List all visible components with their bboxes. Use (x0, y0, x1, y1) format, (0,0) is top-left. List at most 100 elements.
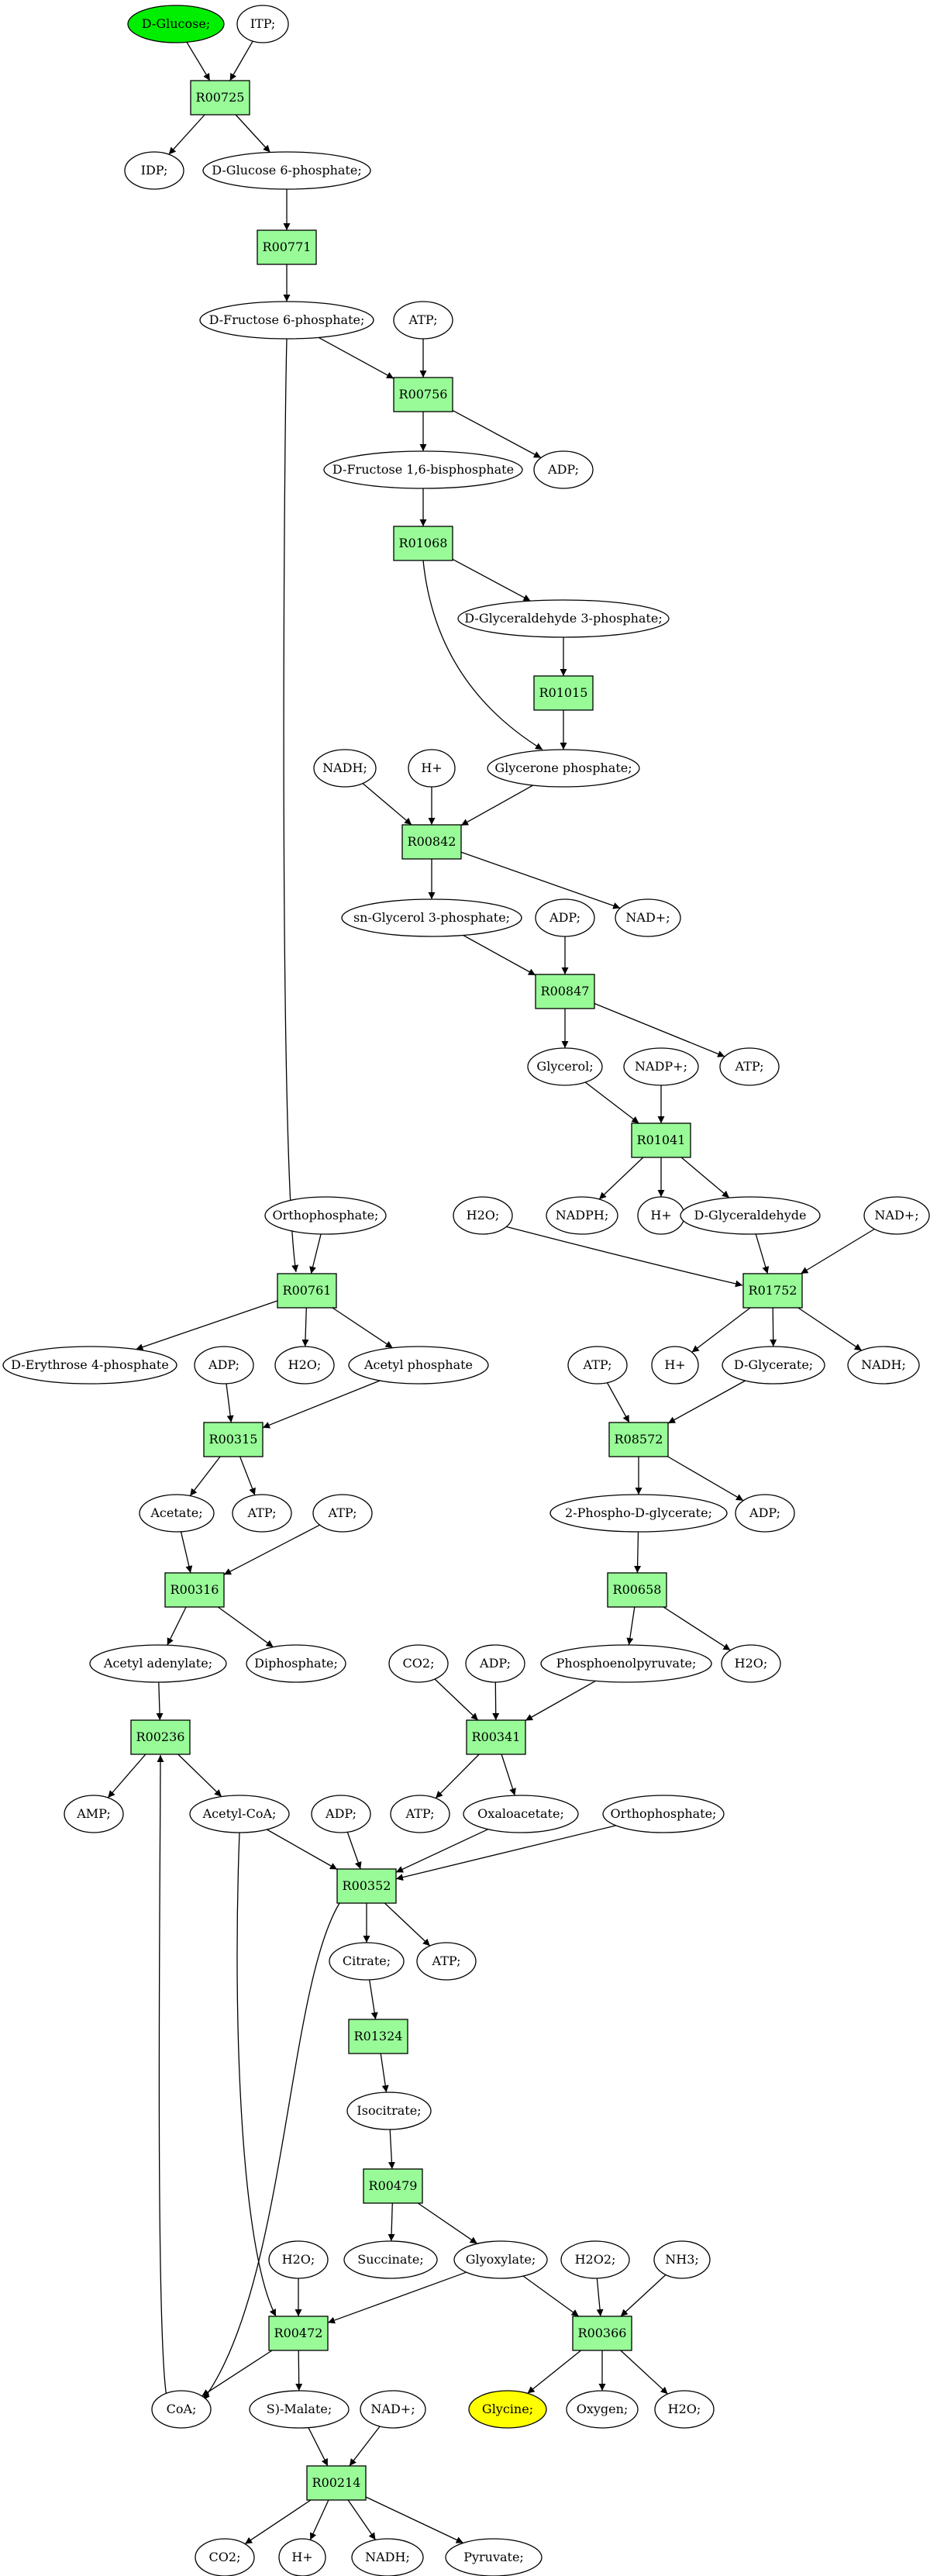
compound-node-c_nadplus2[interactable]: NAD+; (863, 1196, 930, 1235)
reaction-node-r_R00847[interactable]: R00847 (535, 974, 595, 1009)
compound-node-c_glycerol[interactable]: Glycerol; (527, 1047, 603, 1086)
compound-node-c_succ[interactable]: Succinate; (343, 2240, 438, 2279)
compound-node-c_h2o1[interactable]: H2O; (453, 1196, 513, 1235)
reaction-node-r_R00236[interactable]: R00236 (130, 1719, 191, 1755)
edge-c_gp-to-r_R00842 (460, 785, 534, 826)
compound-node-c_adp5[interactable]: ADP; (465, 1644, 525, 1683)
compound-node-c_diphos[interactable]: Diphosphate; (246, 1644, 346, 1683)
compound-node-c_dga3p[interactable]: D-Glyceraldehyde 3-phosphate; (457, 599, 670, 638)
compound-node-c_glyox[interactable]: Glyoxylate; (453, 2240, 548, 2279)
reaction-node-r_R00842[interactable]: R00842 (401, 824, 462, 860)
reaction-node-r_R00214[interactable]: R00214 (306, 2465, 367, 2501)
compound-node-c_pep[interactable]: Phosphoenolpyruvate; (540, 1644, 712, 1683)
reaction-node-r_R00725[interactable]: R00725 (190, 80, 250, 116)
reaction-node-r_R00658[interactable]: R00658 (607, 1572, 667, 1608)
compound-node-c_pyruvate[interactable]: Pyruvate; (445, 2538, 543, 2576)
compound-node-c_hplus4[interactable]: H+ (278, 2538, 326, 2576)
compound-node-c_acp[interactable]: Acetyl phosphate (348, 1346, 489, 1385)
compound-node-c_de4p[interactable]: D-Erythrose 4-phosphate (2, 1346, 177, 1385)
compound-node-c_co2b[interactable]: CO2; (195, 2538, 255, 2576)
edge-c_glycerol-to-r_R01041 (584, 1081, 639, 1124)
compound-node-c_h2o4[interactable]: H2O; (268, 2240, 329, 2279)
compound-node-c_2pg[interactable]: 2-Phospho-D-glycerate; (549, 1494, 728, 1533)
compound-node-c_df6p[interactable]: D-Fructose 6-phosphate; (199, 301, 374, 340)
compound-node-c_adp3[interactable]: ADP; (194, 1346, 254, 1385)
compound-node-c_atp1[interactable]: ATP; (393, 301, 453, 340)
compound-node-c_ortho2[interactable]: Orthophosphate; (602, 1795, 725, 1833)
reaction-node-r_R00756[interactable]: R00756 (393, 377, 453, 412)
compound-node-c_acad[interactable]: Acetyl adenylate; (89, 1644, 227, 1683)
compound-node-c_acetate[interactable]: Acetate; (139, 1494, 215, 1533)
edge-r_R00316-to-c_acad (167, 1606, 187, 1646)
node-label: D-Glucose 6-phosphate; (212, 163, 361, 178)
reaction-node-r_R01015[interactable]: R01015 (533, 675, 594, 711)
compound-node-c_ortho1[interactable]: Orthophosphate; (264, 1196, 387, 1235)
reaction-node-r_R00479[interactable]: R00479 (363, 2168, 423, 2204)
compound-node-c_dfbp[interactable]: D-Fructose 1,6-bisphosphate (323, 450, 523, 489)
compound-ellipse (651, 1346, 699, 1385)
reaction-node-r_R08572[interactable]: R08572 (608, 1422, 669, 1457)
compound-node-c_h2o3[interactable]: H2O; (721, 1644, 781, 1683)
compound-ellipse (463, 1795, 579, 1833)
compound-node-c_nadpplus[interactable]: NADP+; (623, 1047, 699, 1086)
compound-node-c_hplus2[interactable]: H+ (637, 1196, 685, 1235)
compound-node-c_coa[interactable]: CoA; (151, 2390, 212, 2429)
compound-node-c_h2o5[interactable]: H2O; (654, 2390, 715, 2429)
compound-node-c_smalate[interactable]: S)-Malate; (249, 2390, 350, 2429)
compound-node-c_atp5[interactable]: ATP; (312, 1494, 373, 1533)
compound-node-c_nh3[interactable]: NH3; (653, 2240, 711, 2279)
reaction-node-r_R00771[interactable]: R00771 (257, 229, 317, 265)
compound-node-c_adp1[interactable]: ADP; (533, 450, 594, 489)
compound-node-c_adp2[interactable]: ADP; (535, 898, 595, 937)
compound-node-c_isocit[interactable]: Isocitrate; (346, 2091, 432, 2130)
compound-node-c_citrate[interactable]: Citrate; (329, 1942, 405, 1981)
compound-node-c_atp6[interactable]: ATP; (390, 1795, 450, 1833)
compound-node-c_atp2[interactable]: ATP; (719, 1047, 780, 1086)
compound-node-c_atp3[interactable]: ATP; (567, 1346, 628, 1385)
reaction-node-r_R01041[interactable]: R01041 (631, 1122, 691, 1158)
compound-node-c_atp4[interactable]: ATP; (232, 1494, 292, 1533)
compound-node-c_glycine[interactable]: Glycine; (468, 2390, 547, 2429)
reaction-node-r_R00366[interactable]: R00366 (572, 2316, 632, 2351)
compound-node-c_adp6[interactable]: ADP; (311, 1795, 371, 1833)
compound-node-c_adp4[interactable]: ADP; (735, 1494, 795, 1533)
reaction-node-r_R01068[interactable]: R01068 (393, 526, 453, 561)
compound-node-c_amp[interactable]: AMP; (64, 1795, 124, 1833)
compound-node-c_dg6p[interactable]: D-Glucose 6-phosphate; (202, 151, 371, 190)
reaction-node-r_R00316[interactable]: R00316 (164, 1572, 225, 1608)
reaction-node-r_R00315[interactable]: R00315 (203, 1422, 264, 1457)
compound-node-c_dglucose[interactable]: D-Glucose; (127, 5, 225, 43)
reaction-node-r_R00352[interactable]: R00352 (336, 1868, 397, 1904)
compound-node-c_nadplus1[interactable]: NAD+; (615, 898, 681, 937)
compound-node-c_gp[interactable]: Glycerone phosphate; (487, 749, 640, 788)
compound-node-c_co2a[interactable]: CO2; (388, 1644, 449, 1683)
compound-node-c_nadph[interactable]: NADPH; (546, 1196, 618, 1235)
compound-node-c_hplus3[interactable]: H+ (651, 1346, 699, 1385)
node-label: CO2; (209, 2550, 241, 2564)
compound-node-c_dga[interactable]: D-Glyceraldehyde (680, 1196, 821, 1235)
reaction-node-r_R00472[interactable]: R00472 (268, 2316, 329, 2351)
reaction-node-r_R00341[interactable]: R00341 (466, 1719, 526, 1755)
compound-node-c_dglycerate[interactable]: D-Glycerate; (722, 1346, 825, 1385)
reaction-node-r_R01324[interactable]: R01324 (348, 2019, 408, 2054)
compound-node-c_nadplus3[interactable]: NAD+; (360, 2390, 426, 2429)
compound-node-c_acoa[interactable]: Acetyl-CoA; (189, 1795, 290, 1833)
edge-r_R01752-to-c_nadh2 (797, 1307, 863, 1351)
edge-r_R00315-to-c_atp4 (239, 1456, 256, 1495)
reaction-box (190, 80, 250, 116)
compound-node-c_nadh1[interactable]: NADH; (313, 749, 377, 788)
compound-node-c_nadh3[interactable]: NADH; (351, 2538, 424, 2576)
reaction-node-r_R00761[interactable]: R00761 (277, 1273, 337, 1309)
compound-node-c_nadh2[interactable]: NADH; (847, 1346, 920, 1385)
compound-node-c_h2o2[interactable]: H2O; (274, 1346, 335, 1385)
node-label: NADP+; (635, 1059, 687, 1074)
reaction-node-r_R01752[interactable]: R01752 (742, 1273, 803, 1309)
compound-node-c_itp[interactable]: ITP; (236, 5, 289, 43)
compound-node-c_idp[interactable]: IDP; (124, 151, 184, 190)
compound-node-c_hplus1[interactable]: H+ (408, 749, 456, 788)
compound-node-c_atp7[interactable]: ATP; (416, 1942, 477, 1981)
compound-node-c_oxa[interactable]: Oxaloacetate; (463, 1795, 579, 1833)
compound-node-c_h2o2b[interactable]: H2O2; (560, 2240, 630, 2279)
compound-node-c_sng3p[interactable]: sn-Glycerol 3-phosphate; (341, 898, 522, 937)
compound-node-c_oxygen[interactable]: Oxygen; (566, 2390, 639, 2429)
